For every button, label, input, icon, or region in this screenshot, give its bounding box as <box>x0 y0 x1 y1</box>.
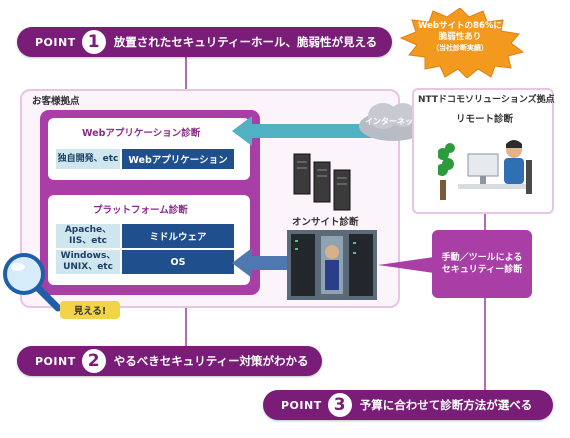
platform-tag-row2-right: OS <box>122 250 234 274</box>
web-app-tag-left: 独自開発、etc <box>56 149 120 169</box>
connector-line-1 <box>185 52 187 90</box>
manual-tool-diagnosis-box: 手動／ツールによる セキュリティー診断 <box>432 230 532 298</box>
point-3-banner: POINT 3 予算に合わせて診断方法が選べる <box>263 390 553 420</box>
method-line-2: セキュリティー診断 <box>441 265 523 275</box>
point-1-banner: POINT 1 放置されたセキュリティーホール、脆弱性が見える <box>17 27 392 57</box>
remote-worker-illustration <box>438 140 532 200</box>
connector-line-2 <box>185 285 187 347</box>
badge-line-1: Webサイトの86%に <box>418 21 502 31</box>
badge-text: Webサイトの86%に 脆弱性あり （当社診断実績） <box>408 21 512 54</box>
point-1-label: POINT <box>35 35 76 49</box>
mieru-tag: 見える! <box>60 301 120 319</box>
onsite-arrow <box>232 248 288 278</box>
remote-diagnosis-label: リモート診断 <box>456 114 514 125</box>
point-3-label: POINT <box>281 398 322 412</box>
connector-line-3 <box>484 298 486 390</box>
client-site-title: お客様拠点 <box>32 96 80 107</box>
point-2-label: POINT <box>35 354 76 368</box>
web-app-card-title: Webアプリケーション診断 <box>82 128 201 139</box>
point-3-text: 予算に合わせて診断方法が選べる <box>359 398 533 412</box>
platform-tag-row1-right: ミドルウェア <box>122 224 234 248</box>
point-3-number: 3 <box>327 393 352 417</box>
platform-tag-row1-left: Apache、IIS、etc <box>56 224 120 248</box>
point-2-number: 2 <box>81 349 106 373</box>
remote-site-title: NTTドコモソリューションズ拠点 <box>418 95 555 105</box>
remote-arrow <box>232 116 432 146</box>
point-2-banner: POINT 2 やるべきセキュリティー対策がわかる <box>17 346 322 376</box>
internet-label: インターネット <box>365 117 421 126</box>
magnifier-icon <box>3 253 62 312</box>
onsite-label: オンサイト診断 <box>292 217 359 228</box>
point-1-number: 1 <box>81 30 106 54</box>
platform-card-title: プラットフォーム診断 <box>93 205 188 216</box>
connector-line-4 <box>484 214 486 230</box>
point-2-text: やるべきセキュリティー対策がわかる <box>113 354 309 368</box>
internet-cloud-icon <box>359 103 427 141</box>
method-connector <box>378 257 434 273</box>
server-rack-icon <box>293 153 351 211</box>
method-line-1: 手動／ツールによる <box>441 253 523 263</box>
onsite-worker-photo <box>287 230 377 300</box>
badge-line-3: （当社診断実績） <box>432 44 488 52</box>
point-1-text: 放置されたセキュリティーホール、脆弱性が見える <box>113 35 378 49</box>
badge-line-2: 脆弱性あり <box>438 32 482 42</box>
vulnerability-badge <box>399 8 525 78</box>
platform-tag-row2-left: Windows、UNIX、etc <box>56 250 120 274</box>
web-app-tag-right: Webアプリケーション <box>122 149 234 169</box>
